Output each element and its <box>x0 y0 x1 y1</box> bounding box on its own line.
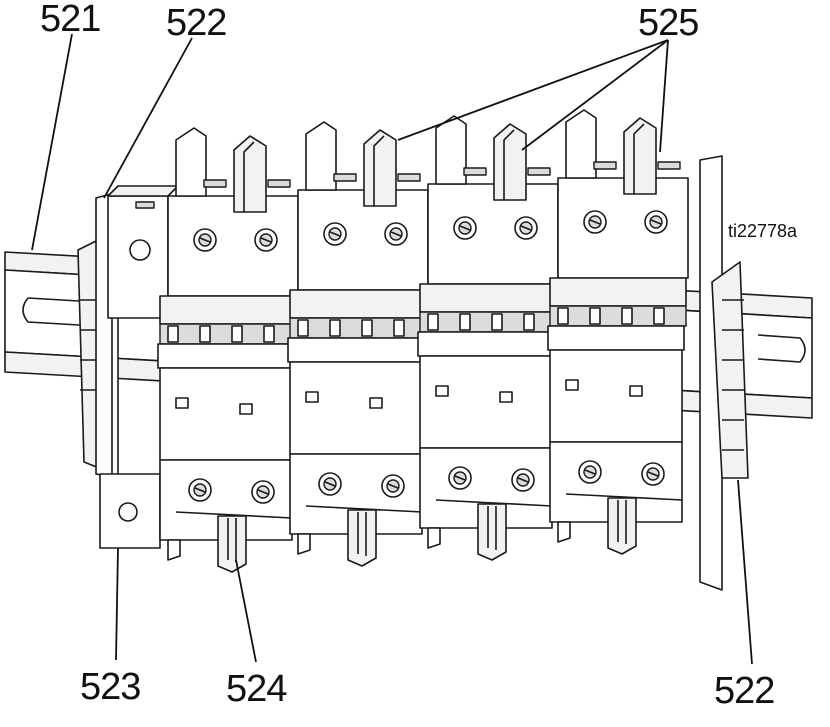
leader-lines <box>31 33 753 665</box>
leader-525-a <box>397 39 669 141</box>
end-stop-right <box>699 155 749 591</box>
leader-522-left <box>103 37 193 199</box>
callout-524: 524 <box>226 668 287 710</box>
leader-525-c <box>659 39 669 153</box>
circuit-breakers <box>157 109 689 573</box>
callout-523: 523 <box>80 666 141 708</box>
circuit-breaker-module <box>417 115 559 561</box>
terminal-block <box>99 185 179 549</box>
circuit-breaker-module <box>287 121 429 567</box>
leader-524 <box>235 559 257 663</box>
leader-523 <box>115 547 119 661</box>
callout-522-right: 522 <box>714 670 775 712</box>
leader-525-b <box>521 39 669 151</box>
callout-525: 525 <box>638 2 699 44</box>
callout-522-left: 522 <box>166 2 227 44</box>
leader-522-right <box>737 479 753 665</box>
leader-521 <box>31 33 73 251</box>
circuit-breaker-module <box>547 109 689 555</box>
callout-521: 521 <box>40 0 101 40</box>
figure-id-label: ti22778a <box>728 221 798 241</box>
circuit-breaker-module <box>157 127 299 573</box>
